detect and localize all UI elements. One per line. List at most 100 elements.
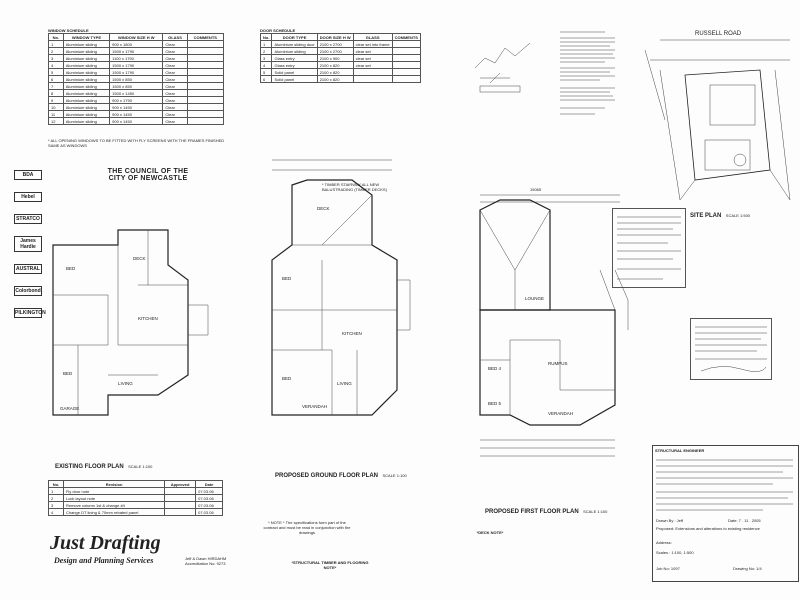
ground-plan-label: PROPOSED GROUND FLOOR PLAN (275, 473, 379, 479)
table-cell: Aluminium sliding door (271, 40, 318, 48)
logo-hebel: Hebel (14, 192, 42, 202)
window-schedule-header: GLASS (162, 33, 188, 41)
room-bed-ground: BED (282, 276, 292, 281)
company-contact: Jeff & Dawn HIRDAHM Accreditation No: 92… (185, 556, 227, 566)
table-cell: Aluminium sliding (62, 68, 111, 76)
existing-plan-title: EXISTING FLOOR PLAN SCALE 1:100 (55, 455, 152, 473)
revision-table-header: Date (195, 480, 223, 488)
address-label: Address: (656, 540, 672, 545)
table-cell: 900 x 1790 (109, 96, 164, 104)
table-cell: 1500 x 850 (109, 75, 164, 83)
table-cell: clear set into frame (352, 40, 393, 48)
table-cell (186, 75, 225, 83)
logo-bda: BDA (14, 170, 42, 180)
door-schedule-header: GLASS (352, 33, 393, 41)
table-cell: Clear (162, 82, 188, 90)
table-cell: Solid panel (271, 68, 318, 76)
table-cell (391, 68, 421, 76)
table-cell: 900 x 1450 (109, 110, 164, 118)
table-cell: 07.03.06 (195, 501, 223, 509)
title-block: STRUCTURAL ENGINEER Drawn By : Jeff Date… (652, 445, 799, 582)
note-general: * NOTE * The specifications form part of… (263, 520, 351, 535)
table-cell (186, 117, 225, 125)
table-cell (164, 487, 197, 495)
table-cell: 1 (259, 40, 273, 48)
table-cell (186, 68, 225, 76)
table-cell (352, 75, 393, 83)
table-cell: 2100 x 820 (316, 68, 354, 76)
table-cell: Aluminium sliding (62, 103, 111, 111)
first-plan-title: PROPOSED FIRST FLOOR PLAN SCALE 1:100 (485, 500, 607, 518)
council-stamp: THE COUNCIL OF THE CITY OF NEWCASTLE (78, 168, 218, 182)
room-verandah-first: VERANDAH (548, 411, 573, 416)
door-schedule-header: DOOR TYPE (271, 33, 318, 41)
door-schedule-header: No. (259, 33, 273, 41)
table-cell (186, 103, 225, 111)
approval-text-block (555, 28, 625, 128)
table-cell (391, 61, 421, 69)
table-cell (186, 47, 225, 55)
table-cell (391, 54, 421, 62)
table-cell: 2100 x 2700 (316, 40, 354, 48)
table-cell: 10 (48, 103, 64, 111)
table-cell: 2 (48, 494, 64, 502)
existing-plan-scale: SCALE 1:100 (128, 464, 153, 469)
council-line-2: CITY OF NEWCASTLE (108, 175, 188, 182)
window-schedule-header: COMMENTS (186, 33, 225, 41)
table-cell: Glass entry (271, 61, 318, 69)
table-cell (391, 75, 421, 83)
table-cell: 900 x 1450 (109, 117, 164, 125)
table-cell: 1100 x 1790 (109, 54, 164, 62)
drawn-by: Drawn By : Jeff (656, 518, 684, 523)
note-deck: *DECK NOTE* (476, 530, 504, 535)
table-cell (186, 89, 225, 97)
room-bed4: BED 4 (488, 366, 502, 371)
table-cell: Fly door note (62, 487, 166, 495)
site-plan-label: SITE PLAN (690, 213, 722, 219)
table-cell: 900 x 1800 (109, 40, 164, 48)
table-cell: clear set (352, 47, 393, 55)
table-cell: 2100 x 820 (316, 75, 354, 83)
road-name: RUSSELL ROAD (695, 31, 742, 37)
table-cell (186, 54, 225, 62)
table-cell: 2 (48, 47, 64, 55)
room-kitchen-ground: KITCHEN (342, 331, 362, 336)
table-cell: Clear (162, 40, 188, 48)
table-cell: Glass entry (271, 54, 318, 62)
logo-james-hardie: James Hardie (14, 236, 42, 252)
room-verandah-ground: VERANDAH (302, 404, 327, 409)
table-cell: Clear (162, 103, 188, 111)
revision-table-header: Revision (62, 480, 166, 488)
room-kitchen: KITCHEN (138, 316, 158, 321)
room-bed-2: BED (63, 371, 73, 376)
first-plan-label: PROPOSED FIRST FLOOR PLAN (485, 509, 579, 515)
room-garage: GARAGE (60, 406, 79, 411)
logo-stratco: STRATCO (14, 214, 42, 224)
table-cell (391, 40, 421, 48)
table-cell: Clear (162, 117, 188, 125)
table-cell: Aluminium sliding (62, 54, 111, 62)
table-cell: 1500 x 1790 (109, 47, 164, 55)
table-cell (186, 110, 225, 118)
room-bed: BED (66, 266, 76, 271)
room-bed5: BED 5 (488, 401, 502, 406)
table-cell: 7 (48, 82, 64, 90)
table-cell (164, 501, 197, 509)
room-deck: DECK (133, 256, 146, 261)
table-cell: 8 (48, 89, 64, 97)
table-cell (164, 494, 197, 502)
door-schedule-header: DOOR SIZE H W (316, 33, 354, 41)
window-schedule-title: WINDOW SCHEDULE (48, 28, 89, 33)
table-cell: Aluminium sliding (62, 117, 111, 125)
council-line-1: THE COUNCIL OF THE (107, 168, 189, 175)
scales-label: Scales : 1:100, 1:500 (656, 550, 694, 555)
